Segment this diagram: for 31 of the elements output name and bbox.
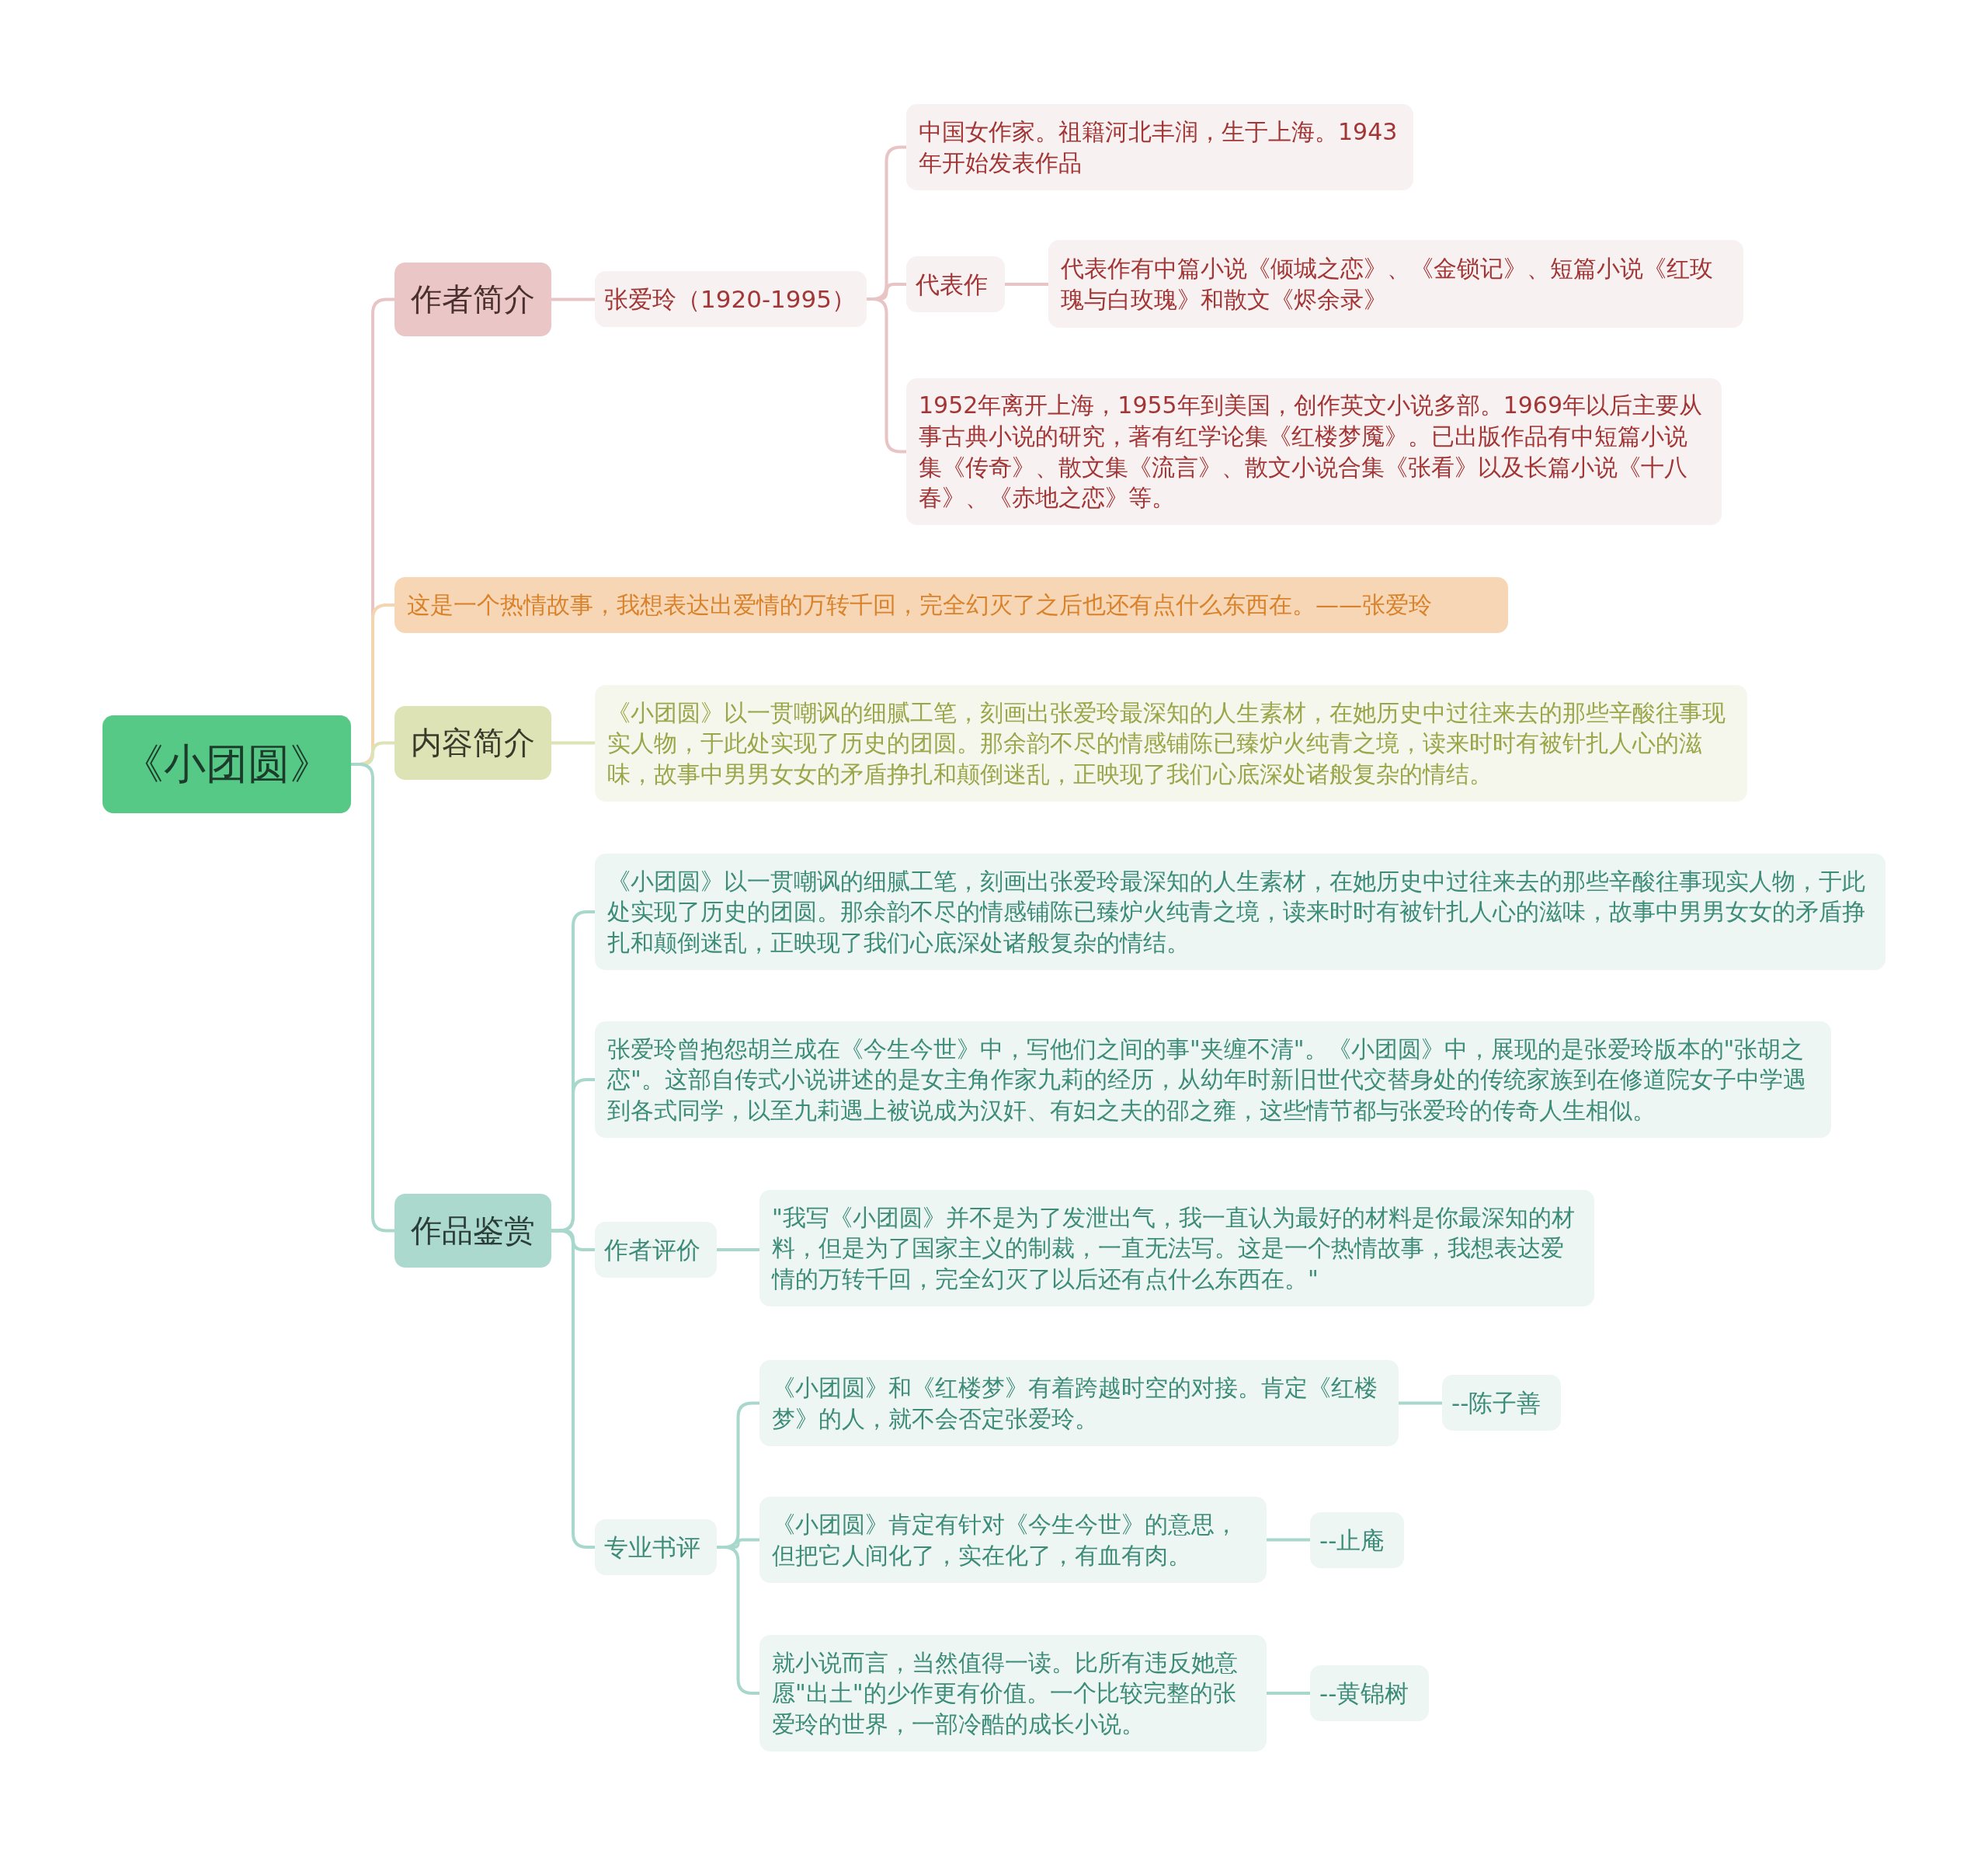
subtopic-box: --止庵: [1310, 1512, 1404, 1568]
subtopic-box: --黄锦树: [1310, 1665, 1429, 1721]
connector-line: [1005, 283, 1048, 286]
text-box: 1952年离开上海，1955年到美国，创作英文小说多部。1969年以后主要从事古典小说的研究，著有红学论集《红楼梦魇》。已出版作品有中短篇小说集《传奇》、散文集《流言》、散文小说合集《张看》以及长篇小说《十八春》、《赤地之恋》等。: [906, 378, 1722, 525]
topic-box: 作者简介: [394, 263, 551, 336]
text-box: 《小团圆》和《红楼梦》有着跨越时空的对接。肯定《红楼梦》的人，就不会否定张爱玲。: [759, 1360, 1399, 1446]
subtopic-box: 专业书评: [595, 1519, 717, 1575]
quote-banner: 这是一个热情故事，我想表达出爱情的万转千回，完全幻灭了之后也还有点什么东西在。——张爱玲: [394, 577, 1508, 633]
connector-line: [717, 1248, 759, 1251]
root-topic-box: 《小团圆》: [103, 715, 351, 813]
text-box: 中国女作家。祖籍河北丰润，生于上海。1943年开始发表作品: [906, 104, 1413, 190]
subtopic-box: 代表作: [906, 256, 1005, 312]
connector-line: [551, 741, 595, 745]
connector-line: [1399, 1401, 1442, 1405]
text-box: 《小团圆》肯定有针对《今生今世》的意思，但把它人间化了，实在化了，有血有肉。: [759, 1497, 1267, 1583]
text-box: "我写《小团圆》并不是为了发泄出气，我一直认为最好的材料是你最深知的材料，但是为了国家主义的制裁，一直无法写。这是一个热情故事，我想表达爱情的万转千回，完全幻灭了以后还有点什么东西在。": [759, 1190, 1594, 1306]
connector-line: [867, 297, 906, 454]
text-box: 《小团圆》以一贯嘲讽的细腻工笔，刻画出张爱玲最深知的人生素材，在她历史中过往来去的那些辛酸往事现实人物，于此处实现了历史的团圆。那余韵不尽的情感铺陈已臻炉火纯青之境，读来时时有被针扎人心的滋味，故事中男男女女的矛盾挣扎和颠倒迷乱，正映现了我们心底深处诸般复杂的情结。: [595, 854, 1885, 970]
connector-line: [1267, 1692, 1310, 1695]
connector-line: [717, 1546, 759, 1695]
subtopic-box: 作者评价: [595, 1222, 717, 1278]
connector-line: [551, 297, 595, 301]
text-box: 张爱玲曾抱怨胡兰成在《今生今世》中，写他们之间的事"夹缠不清"。《小团圆》中，展现的是张爱玲版本的"张胡之恋"。这部自传式小说讲述的是女主角作家九莉的经历，从幼年时新旧世代交替身处的传统家族到在修道院女子中学遇到各式同学，以至九莉遇上被说成为汉奸、有妇之夫的邵之雍，这些情节都与张爱玲的传奇人生相似。: [595, 1021, 1831, 1138]
connector-line: [1267, 1538, 1310, 1542]
text-box: 《小团圆》以一贯嘲讽的细腻工笔，刻画出张爱玲最深知的人生素材，在她历史中过往来去的那些辛酸往事现实人物，于此处实现了历史的团圆。那余韵不尽的情感铺陈已臻炉火纯青之境，读来时时有被针扎人心的滋味，故事中男男女女的矛盾挣扎和颠倒迷乱，正映现了我们心底深处诸般复杂的情结。: [595, 685, 1747, 802]
text-box: 就小说而言，当然值得一读。比所有违反她意愿"出土"的少作更有价值。一个比较完整的张爱玲的世界，一部冷酷的成长小说。: [759, 1635, 1267, 1751]
topic-box: 作品鉴赏: [394, 1194, 551, 1268]
text-box: 代表作有中篇小说《倾城之恋》、《金锁记》、短篇小说《红玫瑰与白玫瑰》和散文《烬余录》: [1048, 240, 1743, 328]
subtopic-box: --陈子善: [1442, 1375, 1561, 1431]
topic-box: 内容简介: [394, 706, 551, 780]
subtopic-box: 张爱玲（1920-1995）: [595, 271, 867, 327]
